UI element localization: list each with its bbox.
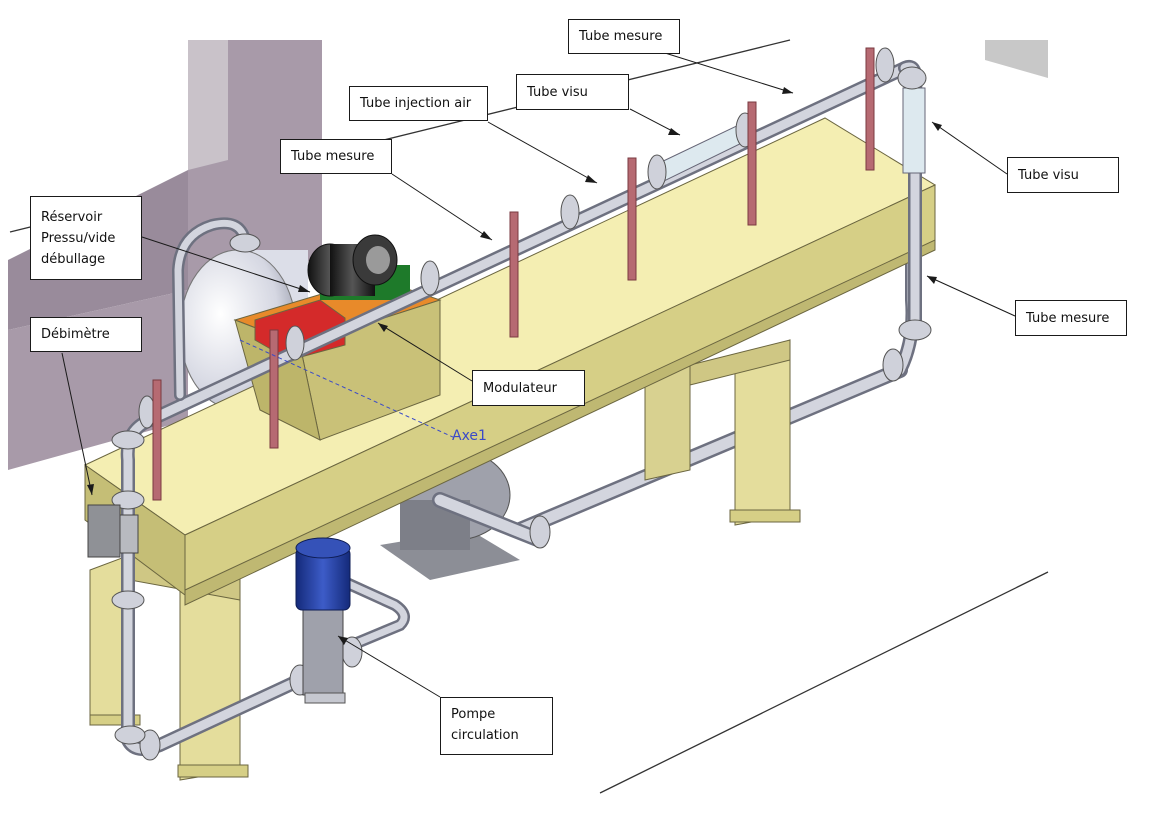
callout-reservoir: Réservoir Pressu/vide débullage [30,196,142,280]
callout-tube-mesure-right: Tube mesure [1015,300,1127,336]
callout-text: Tube mesure [291,149,375,164]
callout-tube-visu-right: Tube visu [1007,157,1119,193]
callout-text-line2: circulation [451,728,519,743]
callout-text: Débimètre [41,327,110,342]
callout-tube-mesure-top: Tube mesure [568,19,680,54]
axis-line [239,339,456,439]
callout-tube-visu-top: Tube visu [516,74,629,110]
callout-text: Tube visu [527,84,588,100]
callout-text: Modulateur [483,380,557,396]
callout-text: Tube visu [1018,167,1079,183]
callout-text: Tube mesure [579,29,663,44]
callout-text-line1: Pompe [451,707,496,722]
callout-tube-injection-air: Tube injection air [349,86,488,121]
leader-lines [61,52,1016,698]
callout-pompe-circulation: Pompe circulation [440,697,553,755]
circulation-pump [295,537,351,704]
axis-label: Axe1 [452,428,487,444]
leader-arrowheads [87,87,942,645]
flowmeter [87,504,139,558]
motor [307,234,410,300]
callout-text: Tube mesure [1026,310,1110,326]
callout-tube-mesure-mid: Tube mesure [280,139,392,174]
pipe-supports [152,47,875,501]
callout-text-line1: Réservoir [41,210,103,225]
callout-debimetre: Débimètre [30,317,142,352]
callout-modulateur: Modulateur [472,370,585,406]
callout-text-line2: Pressu/vide [41,231,116,246]
callout-text: Tube injection air [360,96,472,111]
callout-text-line3: débullage [41,252,106,267]
